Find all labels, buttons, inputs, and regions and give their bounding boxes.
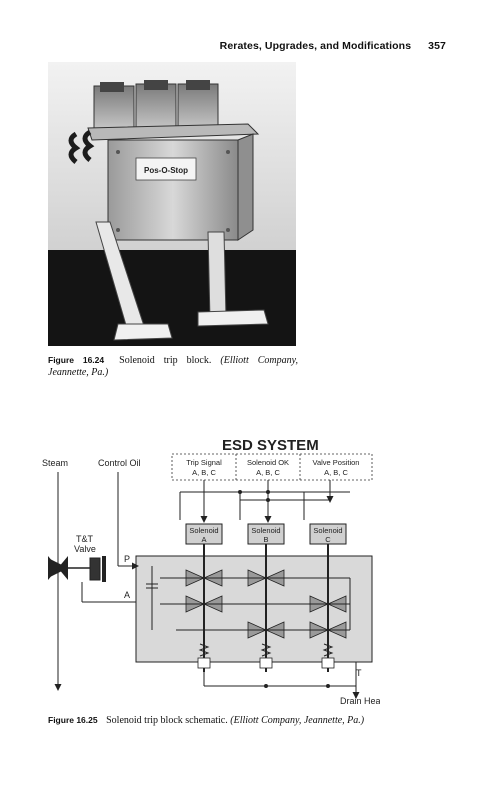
esd-system-schematic: ESD SYSTEM Steam Control Oil Trip Signal…	[40, 432, 380, 706]
photo-illustration: Pos-O-Stop	[48, 62, 296, 346]
trip-signal-label: Trip Signal	[186, 458, 222, 467]
drain-header-label: Drain Header	[340, 696, 380, 706]
schematic-title: ESD SYSTEM	[222, 437, 319, 454]
page-number: 357	[428, 40, 446, 52]
figure-caption-text: Solenoid trip block schematic.	[106, 715, 228, 726]
figure-number: Figure 16.25	[48, 715, 98, 725]
figure-16-24-caption: Figure 16.24 Solenoid trip block. (Ellio…	[48, 354, 298, 379]
port-t-label: T	[356, 668, 362, 678]
running-header: Rerates, Upgrades, and Modifications 357	[220, 40, 446, 52]
valve-position-label: Valve Position	[313, 458, 360, 467]
control-oil-label: Control Oil	[98, 458, 141, 468]
solenoid-c-label: Solenoid	[313, 526, 342, 535]
figure-caption-text: Solenoid trip block.	[119, 355, 212, 366]
solenoid-c-id: C	[325, 535, 331, 544]
port-a-label: A	[124, 590, 130, 600]
solenoid-a-id: A	[201, 535, 206, 544]
trip-block-body	[135, 555, 373, 663]
solenoid-b-id: B	[263, 535, 268, 544]
figure-16-25-caption: Figure 16.25 Solenoid trip block schemat…	[48, 714, 386, 727]
solenoid-ok-label: Solenoid OK	[247, 458, 289, 467]
port-p-label: P	[124, 554, 130, 564]
figure-source: (Elliott Company, Jeannette, Pa.)	[230, 715, 365, 726]
steam-label: Steam	[42, 458, 68, 468]
solenoid-trip-block-photo: Pos-O-Stop	[48, 62, 296, 346]
tt-valve-label-2: Valve	[74, 544, 96, 554]
figure-source: (Elliott Company, Jeannette, Pa.)	[48, 355, 299, 378]
solenoid-a-label: Solenoid	[189, 526, 218, 535]
solenoid-b-label: Solenoid	[251, 526, 280, 535]
tt-valve-label-1: T&T	[76, 534, 94, 544]
valve-position-channels: A, B, C	[324, 468, 348, 477]
figure-number: Figure 16.24	[48, 355, 105, 365]
running-header-title: Rerates, Upgrades, and Modifications	[219, 40, 412, 52]
solenoid-ok-channels: A, B, C	[256, 468, 280, 477]
schematic-drawing: ESD SYSTEM Steam Control Oil Trip Signal…	[42, 437, 380, 706]
signal-box-frame	[171, 453, 373, 481]
trip-signal-channels: A, B, C	[192, 468, 216, 477]
photo-brand-label: Pos-O-Stop	[144, 166, 188, 175]
